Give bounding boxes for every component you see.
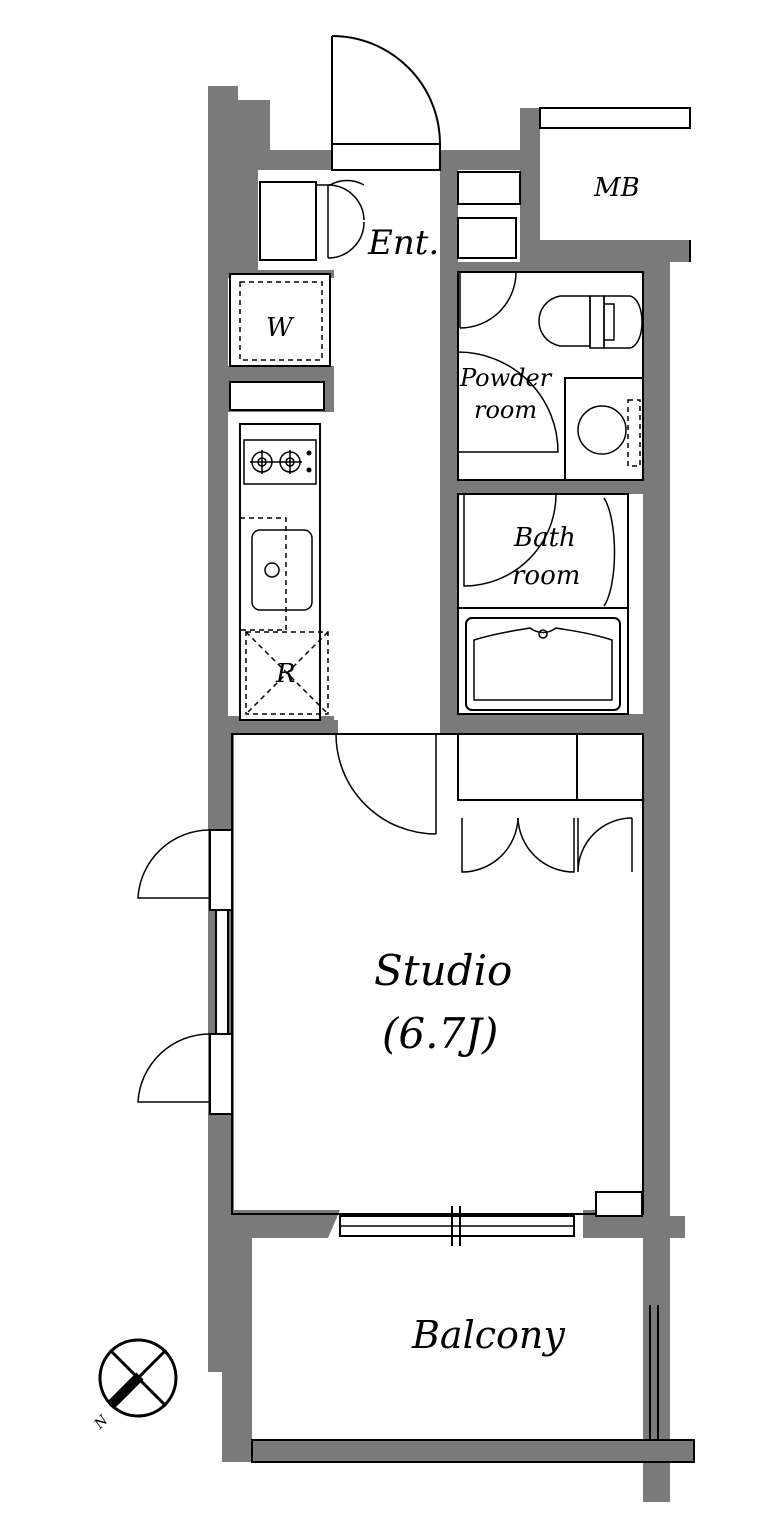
room-fills [228, 108, 690, 1440]
north-label: N [91, 1412, 112, 1433]
balcony-window [339, 1206, 575, 1246]
kitchen-sink-icon [239, 517, 313, 631]
bathtub-icon [465, 617, 621, 711]
mb-label: MB [593, 173, 640, 203]
north-compass-icon: N [91, 1338, 178, 1433]
washer-label: W [266, 313, 295, 343]
stove-icon [243, 439, 317, 485]
powder-inner-door [457, 351, 559, 455]
bath-room-label-line2: room [512, 561, 580, 591]
outlines [229, 107, 695, 1463]
powder-room-label-line1: Powder [459, 364, 553, 392]
washbasin-icon [577, 399, 641, 467]
entrance-label: Ent. [367, 223, 439, 263]
left-window-doors [137, 829, 233, 1115]
balcony-label: Balcony [411, 1313, 565, 1357]
closet-doors [461, 817, 633, 873]
shoe-closet-doors [316, 179, 365, 259]
walls [208, 86, 694, 1502]
fixtures [239, 281, 643, 715]
bath-room-label-line1: Bath [513, 523, 576, 553]
refrigerator-label: R [275, 659, 296, 689]
studio-label: Studio [374, 946, 512, 995]
doors [137, 35, 633, 1246]
refrigerator-space [245, 631, 329, 715]
bath-door [463, 493, 616, 607]
powder-room-door [459, 271, 517, 329]
toilet-icon [538, 295, 643, 349]
labels: MB Ent. W Powder room Bath room R Studio… [266, 173, 640, 1357]
studio-door [335, 733, 437, 835]
powder-room-label-line2: room [474, 396, 537, 424]
studio-size-label: (6.7J) [382, 1009, 498, 1058]
entrance-door [331, 35, 441, 171]
washer-space [239, 281, 323, 361]
